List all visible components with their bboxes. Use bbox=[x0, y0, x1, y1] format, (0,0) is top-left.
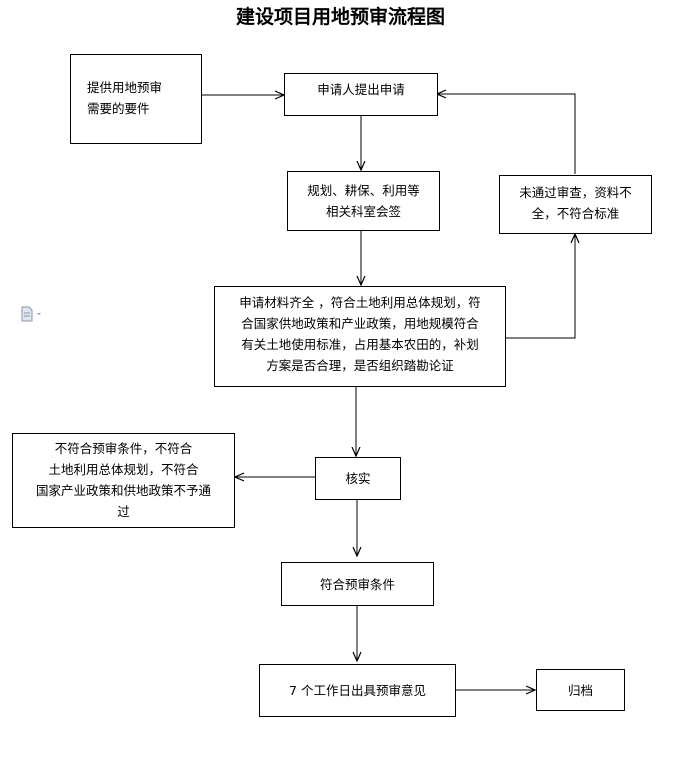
box-criteria: 申请材料齐全 ，符合土地利用总体规划，符 合国家供地政策和产业政策，用地规模符合… bbox=[214, 286, 506, 387]
box-archive: 归档 bbox=[536, 669, 625, 711]
box-issue-opinion: 7 个工作日出具预审意见 bbox=[259, 664, 456, 717]
box-verify: 核实 bbox=[315, 457, 401, 500]
box-meets-conditions: 符合预审条件 bbox=[281, 562, 434, 606]
arrow-not-pass-to-apply bbox=[437, 94, 576, 174]
box-rejected: 不符合预审条件，不符合 土地利用总体规划，不符合 国家产业政策和供地政策不予通 … bbox=[12, 433, 235, 528]
box-not-passed: 未通过审查，资料不 全，不符合标准 bbox=[499, 175, 652, 234]
arrow-criteria-to-not-pass bbox=[505, 234, 575, 339]
diagram-title: 建设项目用地预审流程图 bbox=[235, 6, 445, 28]
box-applicant-submits: 申请人提出申请 bbox=[284, 73, 438, 116]
box-countersign: 规划、耕保、利用等 相关科室会签 bbox=[287, 171, 440, 231]
box-provide-materials: 提供用地预审 需要的要件 bbox=[70, 54, 202, 144]
document-icon bbox=[20, 306, 48, 322]
